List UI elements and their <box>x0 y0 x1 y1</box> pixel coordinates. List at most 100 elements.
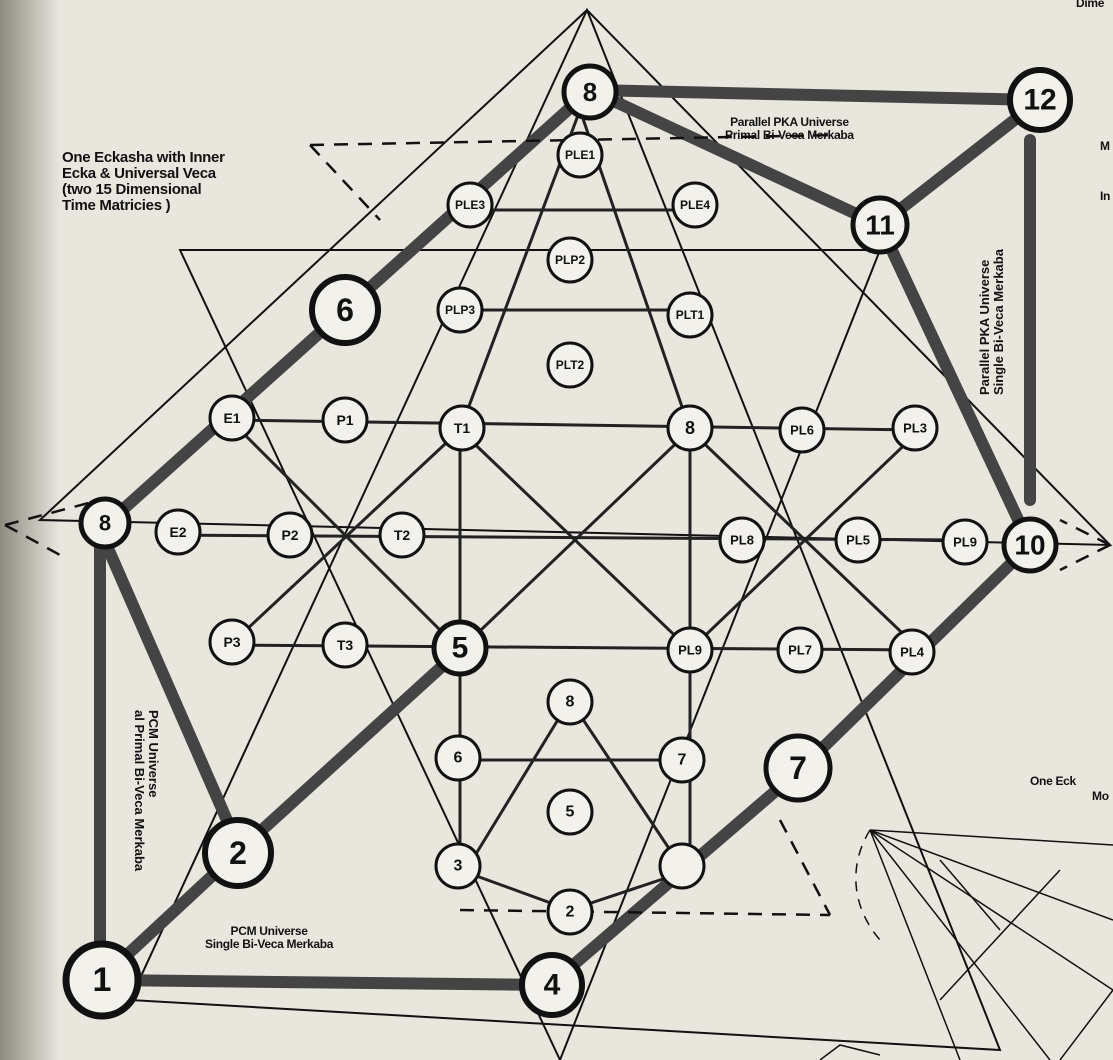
svg-text:PL9: PL9 <box>953 535 977 550</box>
svg-text:PLE4: PLE4 <box>680 198 710 212</box>
eckasha-label-line3: (two 15 Dimensional <box>62 182 225 198</box>
node-s6: 6 <box>436 736 480 780</box>
svg-text:E2: E2 <box>169 524 186 540</box>
node-1-label: 1 <box>93 961 112 999</box>
eckasha-label-line2: Ecka & Universal Veca <box>62 166 225 182</box>
svg-text:PLE3: PLE3 <box>455 198 485 212</box>
node-pl9: PL9 <box>668 628 712 672</box>
svg-text:E1: E1 <box>223 410 240 426</box>
node-s2: 2 <box>548 890 592 934</box>
svg-text:PL8: PL8 <box>730 533 754 548</box>
parallel-single-line2: Single Bi-Veca Merkaba <box>992 249 1006 395</box>
node-plp3: PLP3 <box>438 288 482 332</box>
svg-text:P3: P3 <box>223 634 240 650</box>
node-7: 7 <box>766 736 830 800</box>
node-p1: P1 <box>323 398 367 442</box>
node-p2: P2 <box>268 513 312 557</box>
pcm-primal-line2: al Primal Bi-Veca Merkaba <box>132 710 146 871</box>
node-s7: 7 <box>660 738 704 782</box>
node-ple3: PLE3 <box>448 183 492 227</box>
node-12-label: 12 <box>1023 84 1056 117</box>
node-pl4: PL4 <box>890 630 934 674</box>
svg-text:PL6: PL6 <box>790 423 814 438</box>
node-10: 10 <box>1004 519 1056 571</box>
fragment-in: In <box>1100 190 1110 203</box>
node-pl5: PL5 <box>836 518 880 562</box>
eckasha-label: One Eckasha with Inner Ecka & Universal … <box>62 150 225 214</box>
node-9-label: 8 <box>583 77 597 107</box>
pcm-primal-label: PCM Universe al Primal Bi-Veca Merkaba <box>132 710 160 871</box>
pcm-primal-line1: PCM Universe <box>146 710 160 871</box>
node-7-label: 7 <box>789 750 807 786</box>
node-ple1: PLE1 <box>558 133 602 177</box>
svg-text:PL9: PL9 <box>678 643 702 658</box>
parallel-single-label: Parallel PKA Universe Single Bi-Veca Mer… <box>978 249 1006 395</box>
svg-text:6: 6 <box>454 750 463 767</box>
node-pl2: PL9 <box>943 520 987 564</box>
node-ple4: PLE4 <box>673 183 717 227</box>
eckasha-label-line1: One Eckasha with Inner <box>62 150 225 166</box>
svg-text:P1: P1 <box>336 412 353 428</box>
node-4: 4 <box>522 955 582 1015</box>
node-pl8: PL8 <box>720 518 764 562</box>
node-9: 8 <box>564 66 616 118</box>
node-8: 8 <box>81 499 129 547</box>
node-6-label: 6 <box>336 292 354 328</box>
svg-text:PLT2: PLT2 <box>556 358 585 372</box>
pcm-single-line2: Single Bi-Veca Merkaba <box>205 938 333 951</box>
node-6: 6 <box>312 277 378 343</box>
svg-text:8: 8 <box>566 694 575 711</box>
node-8-label: 8 <box>99 511 111 536</box>
node-pl7: PL7 <box>778 628 822 672</box>
svg-text:PL7: PL7 <box>788 643 812 658</box>
node-plt1: PLT1 <box>668 293 712 337</box>
parallel-primal-line2: Primal Bi-Veca Merkaba <box>725 129 854 142</box>
svg-text:PLT1: PLT1 <box>676 308 705 322</box>
pcm-single-label: PCM Universe Single Bi-Veca Merkaba <box>205 925 333 951</box>
svg-text:3: 3 <box>454 858 463 875</box>
node-10-label: 10 <box>1014 530 1045 561</box>
svg-text:PL3: PL3 <box>903 421 927 436</box>
fragment-dime: Dime <box>1076 0 1104 10</box>
svg-text:T2: T2 <box>394 527 411 543</box>
node-s8-upper: 8 <box>668 406 712 450</box>
svg-text:T3: T3 <box>337 637 354 653</box>
node-11-label: 11 <box>865 210 895 241</box>
fragment-m: M <box>1100 140 1110 153</box>
fragment-one-eck: One Eck <box>1030 775 1076 788</box>
node-5-label: 5 <box>452 632 469 665</box>
node-4-label: 4 <box>544 969 561 1002</box>
node-e1: E1 <box>210 396 254 440</box>
svg-text:T1: T1 <box>454 420 471 436</box>
node-s5: 5 <box>548 790 592 834</box>
node-p3: P3 <box>210 620 254 664</box>
svg-text:P2: P2 <box>281 527 298 543</box>
node-plt2: PLT2 <box>548 343 592 387</box>
node-plp2: PLP2 <box>548 238 592 282</box>
svg-text:8: 8 <box>685 418 695 438</box>
node-t3: T3 <box>323 623 367 667</box>
node-pl6: PL6 <box>780 408 824 452</box>
node-s3: 3 <box>436 844 480 888</box>
eckasha-label-line4: Time Matricies ) <box>62 198 225 214</box>
parallel-primal-label: Parallel PKA Universe Primal Bi-Veca Mer… <box>725 116 854 142</box>
svg-text:PLP2: PLP2 <box>555 253 585 267</box>
svg-text:PLP3: PLP3 <box>445 303 475 317</box>
svg-text:PLE1: PLE1 <box>565 148 595 162</box>
node-11: 11 <box>853 198 907 252</box>
node-t2: T2 <box>380 513 424 557</box>
node-e2: E2 <box>156 510 200 554</box>
svg-text:5: 5 <box>566 804 575 821</box>
svg-text:7: 7 <box>678 752 687 769</box>
svg-text:PL4: PL4 <box>900 645 925 660</box>
svg-text:2: 2 <box>566 904 575 921</box>
partial-eckasha-diagram <box>820 830 1113 1060</box>
node-1: 1 <box>66 944 138 1016</box>
lattice-lines <box>160 110 960 910</box>
node-s4-small <box>660 844 704 888</box>
fragment-mo: Mo <box>1092 790 1109 803</box>
node-2-label: 2 <box>229 835 247 871</box>
parallel-single-line1: Parallel PKA Universe <box>978 249 992 395</box>
node-t1: T1 <box>440 406 484 450</box>
node-pl3: PL3 <box>893 406 937 450</box>
